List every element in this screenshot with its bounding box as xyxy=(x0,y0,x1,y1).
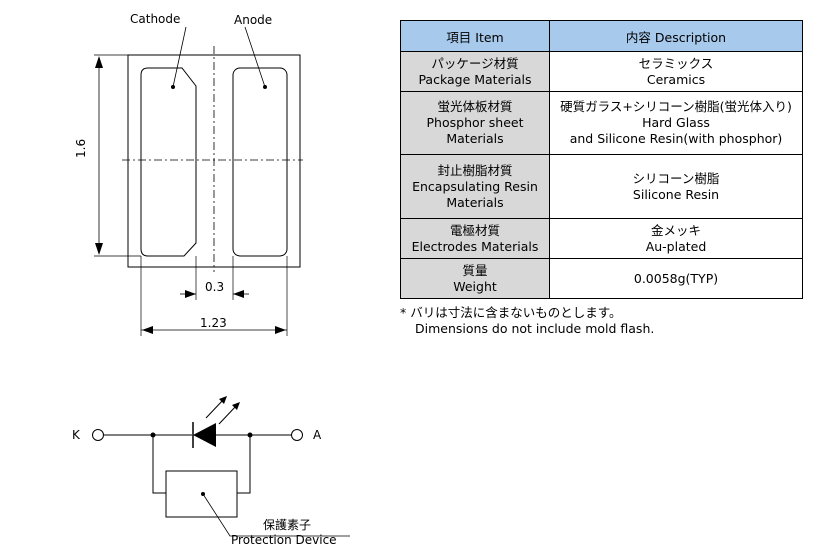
desc-en: Ceramics xyxy=(646,71,706,87)
anode-pad xyxy=(232,67,288,257)
item-jp: 電極材質 xyxy=(449,222,500,238)
table-row: 蛍光体板材質 Phosphor sheet Materials 硬質ガラス+シリ… xyxy=(400,91,803,155)
desc-jp: 硬質ガラス+シリコーン樹脂(蛍光体入り) xyxy=(560,99,792,114)
note-jp: * バリは寸法に含まないものとします。 xyxy=(400,305,622,320)
item-jp: パッケージ材質 xyxy=(431,55,519,71)
package-drawing xyxy=(94,26,303,336)
item-en: Package Materials xyxy=(418,71,532,87)
desc-cell: シリコーン樹脂 Silicone Resin xyxy=(549,154,803,219)
item-cell: パッケージ材質 Package Materials xyxy=(400,51,550,92)
circuit-diagram xyxy=(92,396,350,537)
desc-jp: シリコーン樹脂 xyxy=(632,170,720,186)
a-label: A xyxy=(313,428,322,442)
table-row: パッケージ材質 Package Materials セラミックス Ceramic… xyxy=(400,51,803,92)
item-en: Weight xyxy=(453,278,497,294)
table-row: 封止樹脂材質 Encapsulating Resin Materials シリコ… xyxy=(400,154,803,219)
desc-cell: セラミックス Ceramics xyxy=(549,51,803,92)
item-en: Encapsulating Resin xyxy=(412,178,538,194)
desc-en: Au-plated xyxy=(645,238,707,254)
protection-device-label-en: Protection Device xyxy=(231,533,337,547)
desc-cell: 金メッキ Au-plated xyxy=(549,218,803,259)
protection-device-label-jp: 保護素子 xyxy=(263,518,312,532)
note-en: Dimensions do not include mold flash. xyxy=(415,321,655,336)
dimension-note: * バリは寸法に含まないものとします。 Dimensions do not in… xyxy=(400,305,654,337)
item-jp: 蛍光体板材質 xyxy=(437,99,513,114)
anode-label: Anode xyxy=(234,13,273,27)
desc-jp: 金メッキ xyxy=(650,222,701,238)
item-en: Electrodes Materials xyxy=(411,238,539,254)
desc-en: Silicone Resin xyxy=(632,186,720,202)
spec-table: 項目 Item 内容 Description パッケージ材質 Package M… xyxy=(400,20,803,299)
width-dimension-label: 1.23 xyxy=(200,316,227,330)
item-cell: 封止樹脂材質 Encapsulating Resin Materials xyxy=(400,154,550,219)
k-terminal xyxy=(92,429,104,441)
k-label: K xyxy=(72,428,80,442)
desc-cell: 0.0058g(TYP) xyxy=(549,258,803,299)
header-item: 項目 Item xyxy=(400,20,550,52)
cathode-pad xyxy=(140,67,197,257)
desc-en: Hard Glass xyxy=(642,115,710,130)
table-row: 質量 Weight 0.0058g(TYP) xyxy=(400,258,803,299)
led-diode-symbol xyxy=(193,423,216,447)
item-en: Phosphor sheet xyxy=(426,115,524,130)
item-cell: 質量 Weight xyxy=(400,258,550,299)
height-dimension-label: 1.6 xyxy=(74,138,88,158)
desc-en-2: and Silicone Resin(with phosphor) xyxy=(569,131,783,146)
header-description: 内容 Description xyxy=(549,20,803,52)
gap-dimension-label: 0.3 xyxy=(205,280,225,294)
item-cell: 電極材質 Electrodes Materials xyxy=(400,218,550,259)
table-row: 電極材質 Electrodes Materials 金メッキ Au-plated xyxy=(400,218,803,259)
desc-cell: 硬質ガラス+シリコーン樹脂(蛍光体入り) Hard Glass and Sili… xyxy=(549,91,803,155)
a-terminal xyxy=(291,429,303,441)
item-jp: 封止樹脂材質 xyxy=(437,162,513,178)
item-cell: 蛍光体板材質 Phosphor sheet Materials xyxy=(400,91,550,155)
item-jp: 質量 xyxy=(462,262,488,278)
cathode-label: Cathode xyxy=(130,12,181,26)
desc-jp: セラミックス xyxy=(638,55,714,71)
table-header-row: 項目 Item 内容 Description xyxy=(400,20,803,52)
item-en-2: Materials xyxy=(446,194,504,210)
desc-en: 0.0058g(TYP) xyxy=(633,270,719,286)
item-en-2: Materials xyxy=(446,131,504,146)
